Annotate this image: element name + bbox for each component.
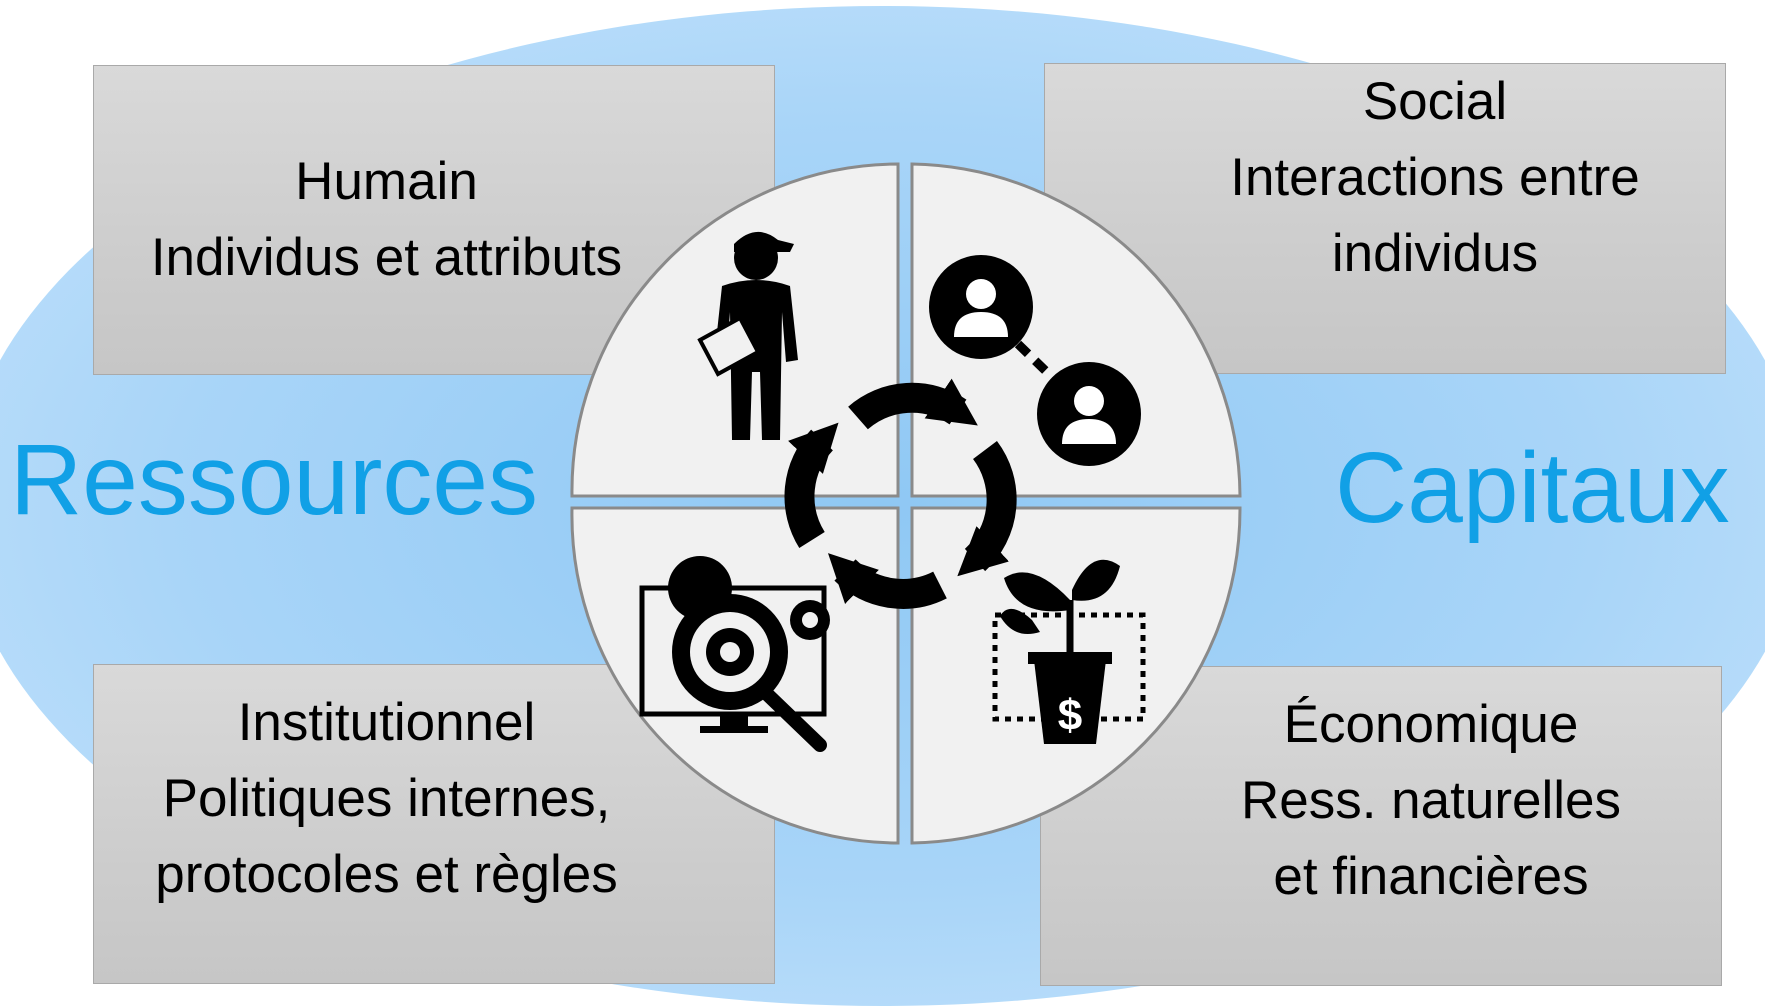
- social-title: Social: [1362, 72, 1508, 131]
- humain-box: Humain Individus et attributs: [93, 65, 775, 375]
- ressources-label: Ressources: [10, 424, 538, 536]
- central-wheel: $: [570, 162, 1242, 845]
- dollar-sign: $: [1058, 691, 1082, 740]
- economique-description-line1: Ress. naturelles: [1240, 771, 1621, 830]
- person-worker-icon: [697, 231, 798, 440]
- gear-magnifier-monitor-icon: [639, 556, 830, 752]
- institutionnel-description-line2: protocoles et règles: [155, 845, 618, 904]
- cycle-arrows-icon: [784, 378, 1017, 609]
- institutionnel-title: Institutionnel: [237, 693, 536, 752]
- social-box: Social Interactions entre individus: [1044, 63, 1726, 374]
- capitaux-label: Capitaux: [1335, 432, 1730, 544]
- economique-description-line2: et financières: [1273, 847, 1589, 906]
- social-description-line1: Interactions entre: [1230, 148, 1640, 207]
- money-plant-icon: $: [992, 559, 1146, 744]
- social-description-line2: individus: [1331, 224, 1539, 283]
- economique-title: Économique: [1283, 695, 1579, 754]
- humain-description: Individus et attributs: [150, 228, 623, 287]
- connected-people-icon: [929, 255, 1141, 466]
- humain-title: Humain: [295, 152, 478, 211]
- wheel-quadrant-top-right: [910, 162, 1242, 498]
- institutionnel-description-line1: Politiques internes,: [162, 769, 611, 828]
